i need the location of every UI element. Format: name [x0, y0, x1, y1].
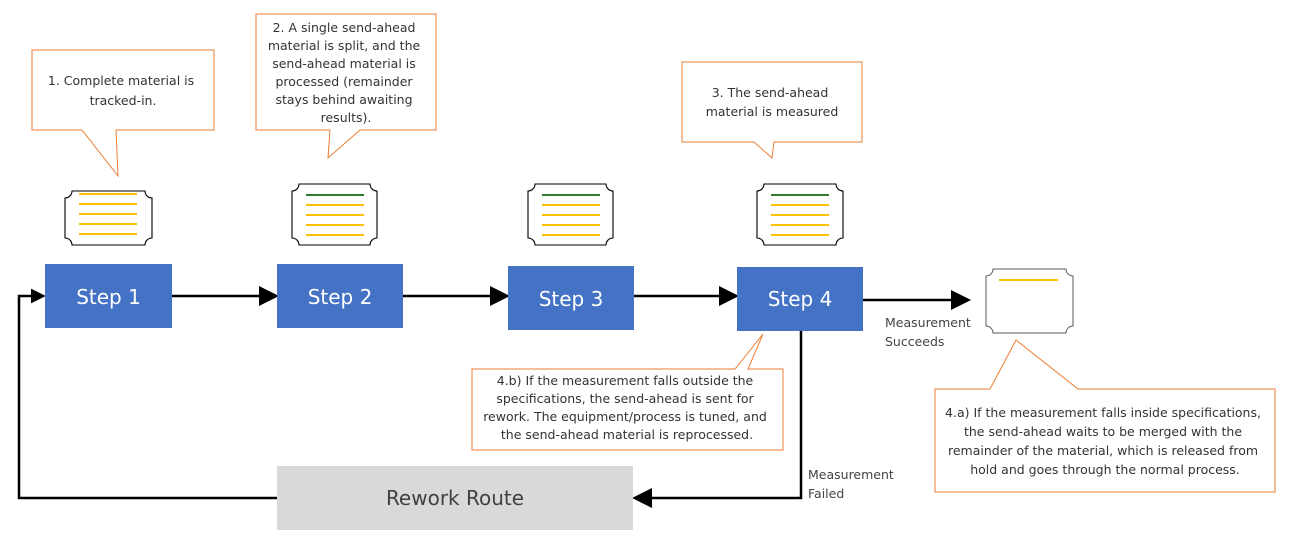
step-1-label: Step 1 — [76, 285, 141, 309]
callout-2: 2. A single send-ahead material is split… — [255, 13, 437, 160]
edge-label-failed: Measurement Failed — [808, 467, 898, 501]
step-3-box[interactable]: Step 3 — [508, 266, 634, 330]
step-2-label: Step 2 — [308, 285, 373, 309]
document-icon — [64, 190, 153, 246]
callout-4a-text: 4.a) If the measurement falls inside spe… — [945, 405, 1265, 477]
step-4-box[interactable]: Step 4 — [737, 267, 863, 331]
callout-2-text: 2. A single send-ahead material is split… — [268, 20, 424, 125]
callout-3: 3. The send-ahead material is measured — [681, 61, 863, 160]
rework-route-box[interactable]: Rework Route — [277, 466, 633, 530]
callout-1-text: 1. Complete material is tracked-in. — [48, 73, 198, 108]
arrow-step4-rework — [632, 331, 803, 508]
callout-4a: 4.a) If the measurement falls inside spe… — [934, 339, 1276, 493]
rework-route-label: Rework Route — [386, 486, 524, 510]
step-4-label: Step 4 — [768, 287, 833, 311]
edge-label-success: Measurement Succeeds — [885, 315, 975, 349]
flow-arrows — [17, 286, 971, 508]
step-2-box[interactable]: Step 2 — [277, 264, 403, 328]
document-icon — [985, 268, 1074, 334]
document-icon — [527, 183, 614, 246]
step-1-box[interactable]: Step 1 — [45, 264, 172, 328]
document-icon — [756, 183, 844, 246]
callout-4b: 4.b) If the measurement falls outside th… — [471, 333, 784, 451]
document-icon — [291, 183, 378, 246]
arrow-rework-step1 — [17, 288, 277, 500]
step-3-label: Step 3 — [539, 287, 604, 311]
callout-1: 1. Complete material is tracked-in. — [31, 49, 215, 178]
callout-4b-text: 4.b) If the measurement falls outside th… — [483, 373, 771, 442]
callout-3-text: 3. The send-ahead material is measured — [706, 85, 839, 119]
